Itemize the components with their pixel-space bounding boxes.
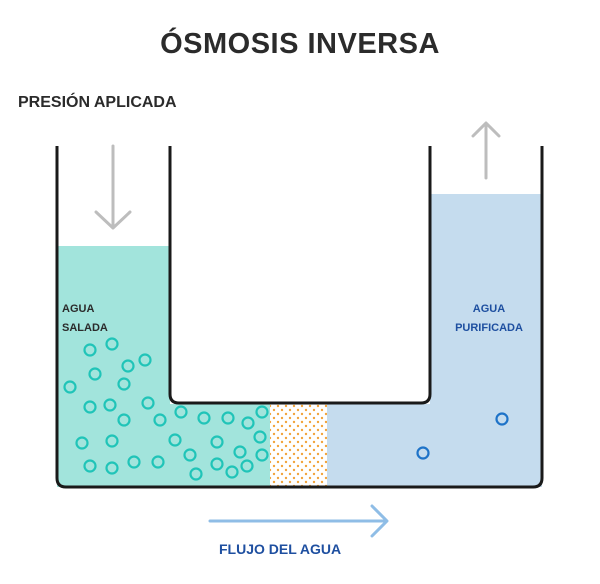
salt-particle bbox=[151, 455, 165, 469]
membrane-pores bbox=[270, 404, 327, 487]
salt-particle bbox=[225, 465, 239, 479]
purified-particle bbox=[495, 412, 509, 426]
salt-particle bbox=[233, 445, 247, 459]
salt-particle bbox=[153, 413, 167, 427]
salt-particle bbox=[117, 413, 131, 427]
purified-particle bbox=[416, 446, 430, 460]
u-tube-outer bbox=[55, 146, 544, 489]
salt-particle bbox=[138, 353, 152, 367]
salt-particle bbox=[103, 398, 117, 412]
purified-water-label-line2: PURIFICADA bbox=[455, 322, 523, 334]
salt-particle bbox=[75, 436, 89, 450]
salt-particle bbox=[105, 337, 119, 351]
arrow-down-icon bbox=[94, 144, 132, 230]
salt-particle bbox=[105, 461, 119, 475]
salt-particle bbox=[210, 457, 224, 471]
purified-water-label: AGUA PURIFICADA bbox=[436, 300, 542, 338]
salt-water-label-line1: AGUA bbox=[62, 303, 95, 315]
salt-particle bbox=[117, 377, 131, 391]
salt-particle bbox=[88, 367, 102, 381]
purified-particles bbox=[416, 412, 509, 460]
salt-particle bbox=[174, 405, 188, 419]
diagram-title: ÓSMOSIS INVERSA bbox=[160, 28, 440, 60]
salt-particle bbox=[197, 411, 211, 425]
salt-particle bbox=[141, 396, 155, 410]
salt-particle bbox=[210, 435, 224, 449]
purified-water-label-line1: AGUA bbox=[472, 303, 506, 315]
pressure-label: PRESIÓN APLICADA bbox=[18, 94, 177, 111]
salt-particle bbox=[83, 400, 97, 414]
water-flow-label: FLUJO DEL AGUA bbox=[219, 541, 342, 557]
salt-particle bbox=[63, 380, 77, 394]
arrow-up-icon bbox=[471, 121, 501, 180]
salt-particle bbox=[83, 343, 97, 357]
salt-water bbox=[57, 246, 270, 487]
salt-particles bbox=[63, 337, 269, 481]
salt-water-label-line2: SALADA bbox=[62, 322, 108, 334]
salt-particle bbox=[240, 459, 254, 473]
salt-particle bbox=[221, 411, 235, 425]
salt-particle bbox=[121, 359, 135, 373]
salt-particle bbox=[127, 455, 141, 469]
u-tube-inner bbox=[168, 146, 432, 405]
salt-particle bbox=[241, 416, 255, 430]
salt-water-label: AGUA SALADA bbox=[62, 300, 142, 338]
salt-particle bbox=[253, 430, 267, 444]
salt-particle bbox=[183, 448, 197, 462]
salt-particle bbox=[105, 434, 119, 448]
salt-particle bbox=[83, 459, 97, 473]
salt-particle bbox=[189, 467, 203, 481]
salt-particle bbox=[255, 448, 269, 462]
purified-water bbox=[327, 194, 542, 487]
arrow-right-icon bbox=[208, 504, 389, 538]
salt-particle bbox=[255, 405, 269, 419]
salt-particle bbox=[168, 433, 182, 447]
